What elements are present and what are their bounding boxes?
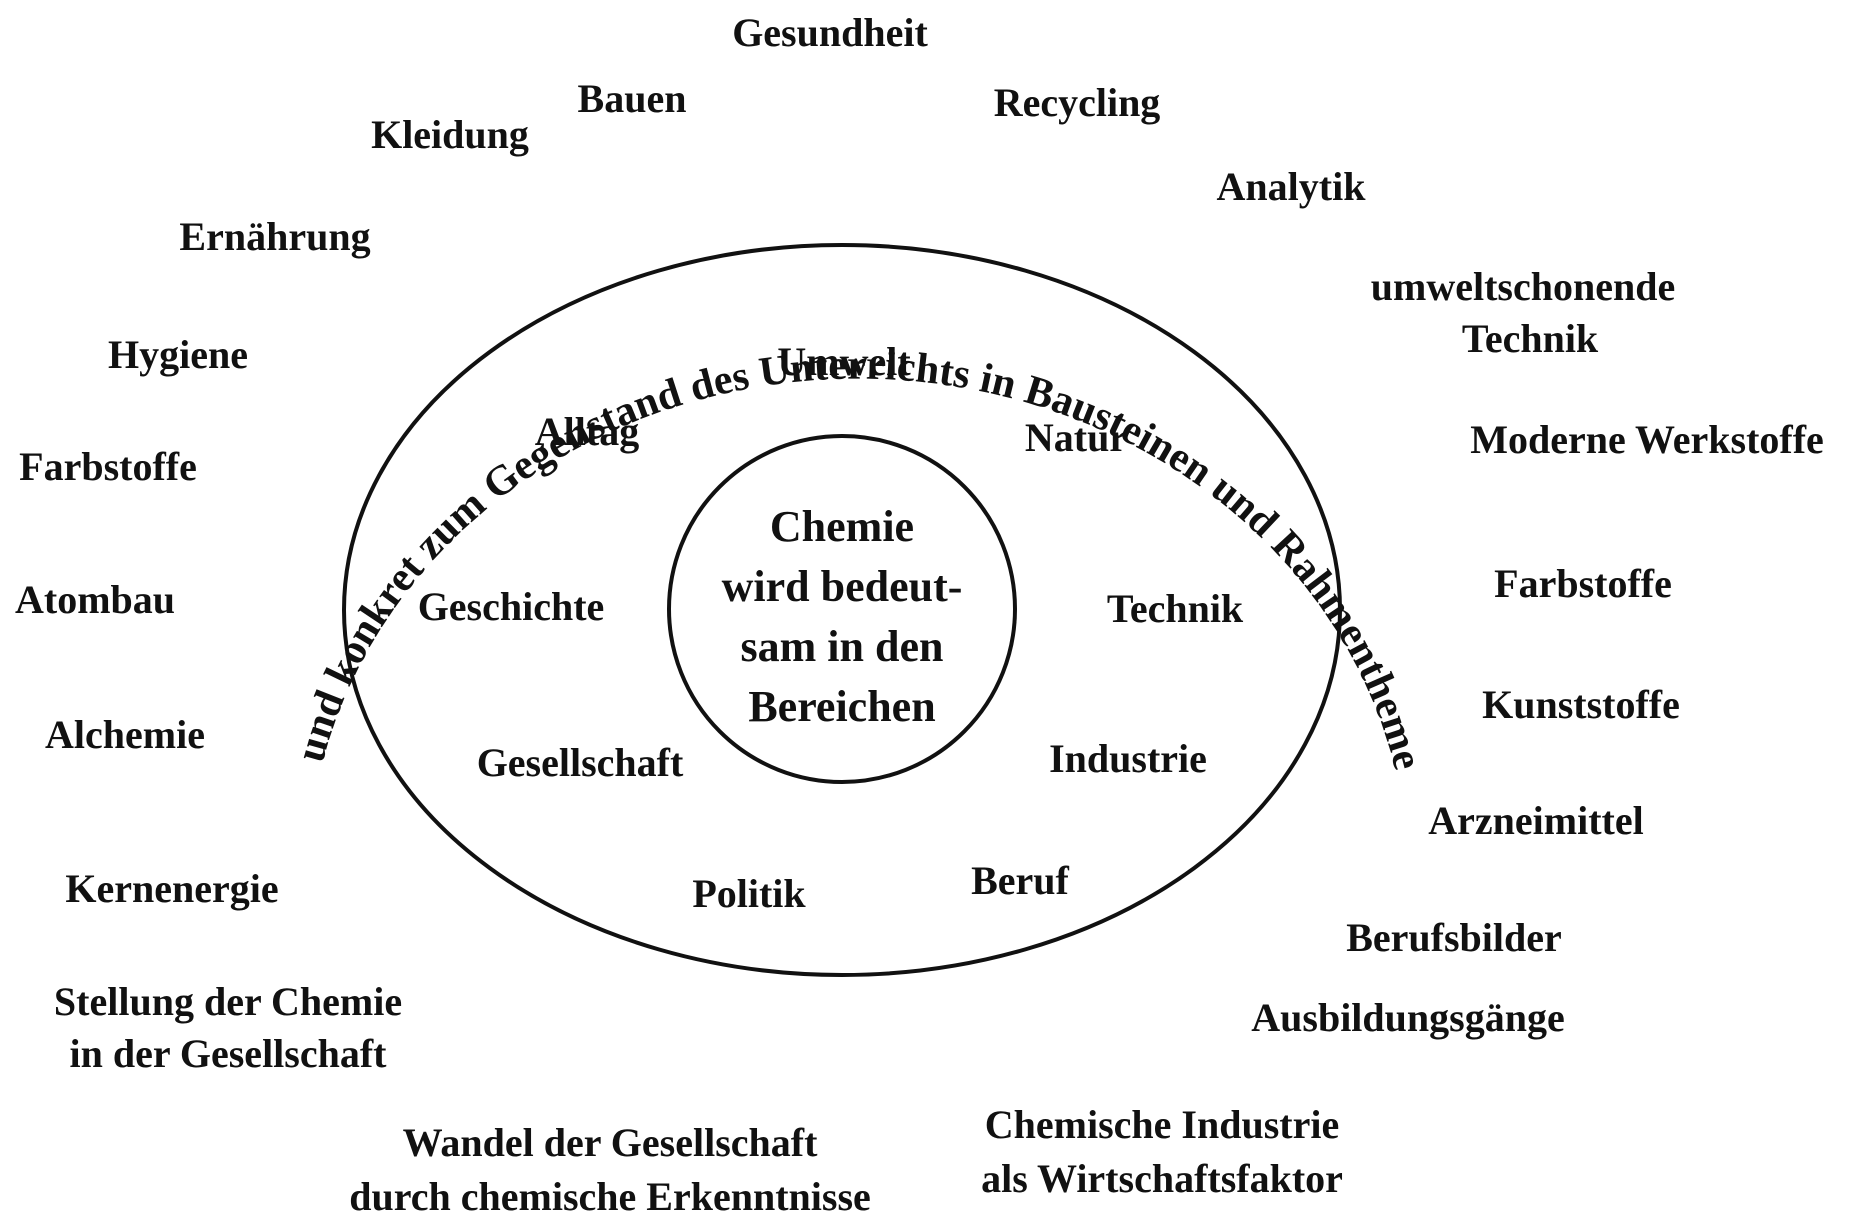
area-umwelt: Umwelt bbox=[777, 339, 911, 384]
topic-moderne-werkstoffe: Moderne Werkstoffe bbox=[1470, 417, 1824, 462]
topic-umweltschonende-technik-line-2: Technik bbox=[1462, 316, 1599, 361]
center-label: Chemie wird bedeut- sam in den Bereichen bbox=[722, 502, 963, 731]
center-line-4: Bereichen bbox=[748, 682, 935, 731]
topic-recycling: Recycling bbox=[994, 80, 1161, 125]
topic-farbstoffe-right: Farbstoffe bbox=[1494, 561, 1672, 606]
area-alltag: Alltag bbox=[535, 409, 639, 454]
topic-analytik: Analytik bbox=[1217, 164, 1367, 209]
area-beruf: Beruf bbox=[971, 858, 1069, 903]
topic-kernenergie: Kernenergie bbox=[65, 866, 278, 911]
topic-hygiene: Hygiene bbox=[108, 332, 248, 377]
topic-ernaehrung: Ernährung bbox=[179, 214, 370, 259]
area-politik: Politik bbox=[692, 871, 806, 916]
arc-caption: ...und konkret zum Gegenstand des Unterr… bbox=[0, 0, 1431, 774]
area-technik: Technik bbox=[1107, 586, 1244, 631]
topic-bauen: Bauen bbox=[578, 76, 687, 121]
topic-farbstoffe-left: Farbstoffe bbox=[19, 444, 197, 489]
topic-stellung-der-chemie-line-1: Stellung der Chemie bbox=[54, 979, 402, 1024]
topic-stellung-der-chemie-line-2: in der Gesellschaft bbox=[69, 1031, 387, 1076]
area-industrie: Industrie bbox=[1049, 736, 1207, 781]
topic-chemische-industrie-line-2: als Wirtschaftsfaktor bbox=[981, 1156, 1343, 1201]
topic-berufsbilder: Berufsbilder bbox=[1346, 915, 1562, 960]
inner-areas: Umwelt Alltag Natur Geschichte Technik G… bbox=[418, 339, 1244, 916]
center-line-1: Chemie bbox=[770, 502, 914, 551]
topic-wandel-der-gesellschaft-line-2: durch chemische Erkenntnisse bbox=[349, 1174, 871, 1219]
topic-alchemie: Alchemie bbox=[45, 712, 205, 757]
topic-wandel-der-gesellschaft-line-1: Wandel der Gesellschaft bbox=[403, 1120, 818, 1165]
topic-kleidung: Kleidung bbox=[371, 112, 529, 157]
area-geschichte: Geschichte bbox=[418, 584, 605, 629]
topic-atombau: Atombau bbox=[15, 577, 175, 622]
topic-gesundheit: Gesundheit bbox=[732, 10, 928, 55]
topic-umweltschonende-technik-line-1: umweltschonende bbox=[1371, 264, 1675, 309]
center-line-2: wird bedeut- bbox=[722, 562, 963, 611]
topic-kunststoffe: Kunststoffe bbox=[1482, 682, 1680, 727]
outer-topics: Gesundheit Bauen Recycling Kleidung Anal… bbox=[15, 10, 1824, 1219]
center-circle bbox=[667, 434, 1017, 784]
topic-arzneimittel: Arzneimittel bbox=[1428, 798, 1643, 843]
center-line-3: sam in den bbox=[741, 622, 944, 671]
topic-ausbildungsgaenge: Ausbildungsgänge bbox=[1251, 995, 1564, 1040]
arc-caption-text: ...und konkret zum Gegenstand des Unterr… bbox=[0, 0, 1431, 774]
outer-ellipse bbox=[342, 243, 1342, 977]
area-gesellschaft: Gesellschaft bbox=[477, 740, 684, 785]
topic-chemische-industrie-line-1: Chemische Industrie bbox=[985, 1102, 1339, 1147]
area-natur: Natur bbox=[1025, 415, 1127, 460]
